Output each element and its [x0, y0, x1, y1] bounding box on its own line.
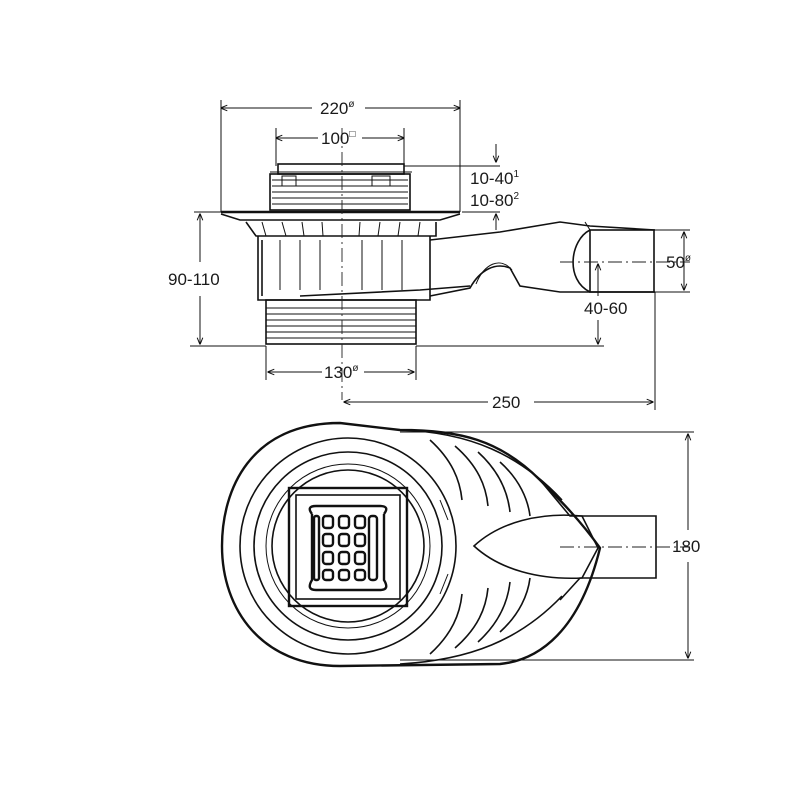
dim-90-110-label: 90-110 — [168, 270, 220, 289]
dim-adjust-2-label: 10-802 — [470, 191, 519, 210]
dim-100-label: 100□ — [321, 129, 355, 148]
dim-50-label: 50ø — [666, 253, 691, 272]
dim-40-60-label: 40-60 — [584, 299, 627, 318]
dim-adjust-1-label: 10-401 — [470, 169, 519, 188]
dim-220-label: 220ø — [320, 99, 354, 118]
grate-slots — [312, 514, 379, 582]
side-view: 220ø 100□ — [168, 99, 691, 412]
dim-180-label: 180 — [672, 537, 700, 556]
dim-250-label: 250 — [492, 393, 520, 412]
top-view: 180 — [220, 421, 700, 668]
dim-130-label: 130ø — [324, 363, 358, 382]
